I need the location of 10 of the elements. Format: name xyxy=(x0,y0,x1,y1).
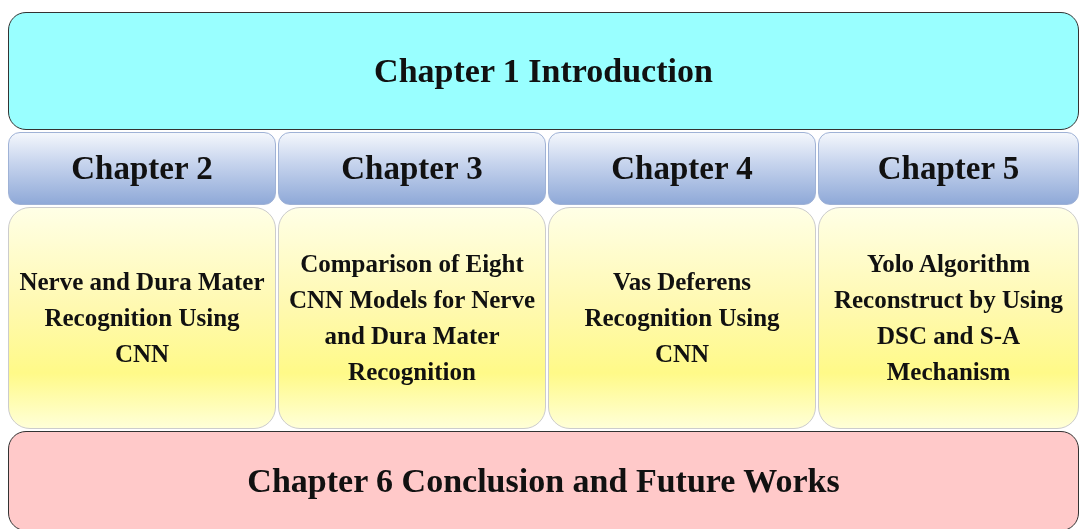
chapter-header: Chapter 3 xyxy=(278,132,546,205)
chapter-content-box: Comparison of Eight CNN Models for Nerve and Dura Mater Recognition xyxy=(278,207,546,429)
chapter-content-box: Vas Deferens Recognition Using CNN xyxy=(548,207,816,429)
chapter-banner: Chapter 6 Conclusion and Future Works xyxy=(8,431,1079,529)
chapter-header: Chapter 5 xyxy=(818,132,1079,205)
chapter-banner: Chapter 1 Introduction xyxy=(8,12,1079,130)
chapter-content-box: Nerve and Dura Mater Recognition Using CNN xyxy=(8,207,276,429)
chapter-header: Chapter 2 xyxy=(8,132,276,205)
chapter-header: Chapter 4 xyxy=(548,132,816,205)
chapter-content-box: Yolo Algorithm Reconstruct by Using DSC and S-A Mechanism xyxy=(818,207,1079,429)
